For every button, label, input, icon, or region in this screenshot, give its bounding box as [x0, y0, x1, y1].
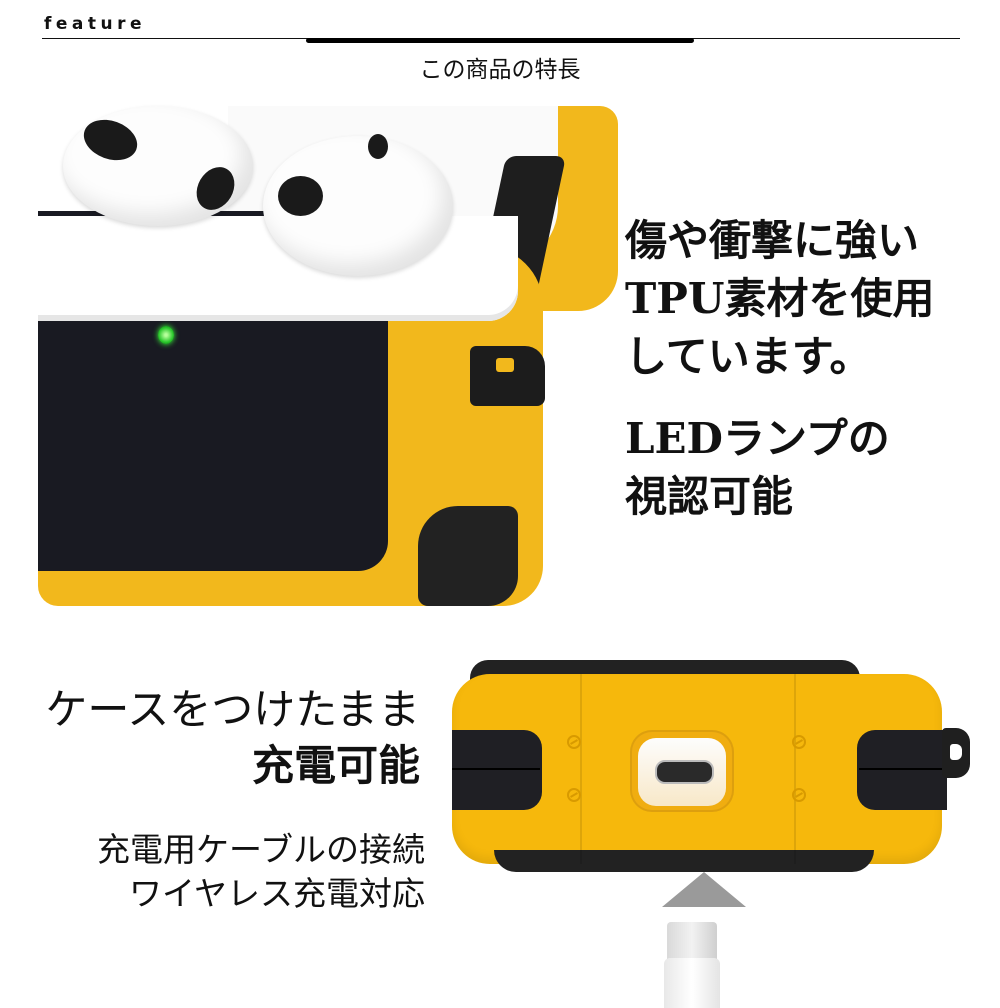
feature-line: 充電用ケーブルの接続 [96, 830, 425, 869]
header-accent-bar [306, 38, 694, 43]
led-indicator-icon [158, 326, 174, 344]
bumper-seam [452, 768, 540, 770]
feature-tpu-material: 傷や衝撃に強い TPU素材を使用 しています。 [625, 212, 934, 386]
feature-line: ワイヤレス充電対応 [128, 874, 425, 913]
case-bottom-edge [494, 850, 874, 872]
bumper-seam [859, 768, 945, 770]
feature-line: LEDランプの [625, 414, 890, 463]
feature-led-visible: LEDランプの 視認可能 [625, 410, 890, 526]
cable-body [664, 958, 720, 1008]
corner-bumper [418, 506, 518, 606]
earbud-grill-icon [278, 176, 323, 216]
feature-charge-with-case: ケースをつけたまま 充電可能 [45, 682, 420, 794]
charging-port-icon [655, 760, 714, 784]
earbud-grill-icon [368, 134, 388, 159]
lightning-connector-icon [667, 922, 717, 964]
lanyard-hole [496, 358, 514, 372]
feature-line: 充電可能 [251, 741, 420, 790]
feature-line: しています。 [625, 332, 872, 381]
case-bottom-image [452, 660, 992, 1008]
lanyard-loop [470, 346, 545, 406]
screw-icon [567, 735, 581, 749]
center-panel [580, 674, 796, 864]
side-bumper-right [857, 730, 947, 810]
open-case-image [38, 106, 638, 606]
feature-cable-wireless: 充電用ケーブルの接続 ワイヤレス充電対応 [97, 828, 425, 916]
page-title: この商品の特長 [419, 57, 581, 83]
feature-line: ケースをつけたまま [45, 685, 420, 734]
side-bumper-left [452, 730, 542, 810]
arrow-up-icon [662, 872, 746, 907]
screw-icon [792, 735, 806, 749]
screw-icon [567, 788, 581, 802]
lanyard-hole [950, 744, 962, 760]
section-label: feature [44, 14, 147, 34]
feature-line: TPU素材を使用 [625, 274, 935, 323]
screw-icon [792, 788, 806, 802]
feature-line: 傷や衝撃に強い [625, 216, 920, 265]
feature-line: 視認可能 [625, 472, 794, 521]
